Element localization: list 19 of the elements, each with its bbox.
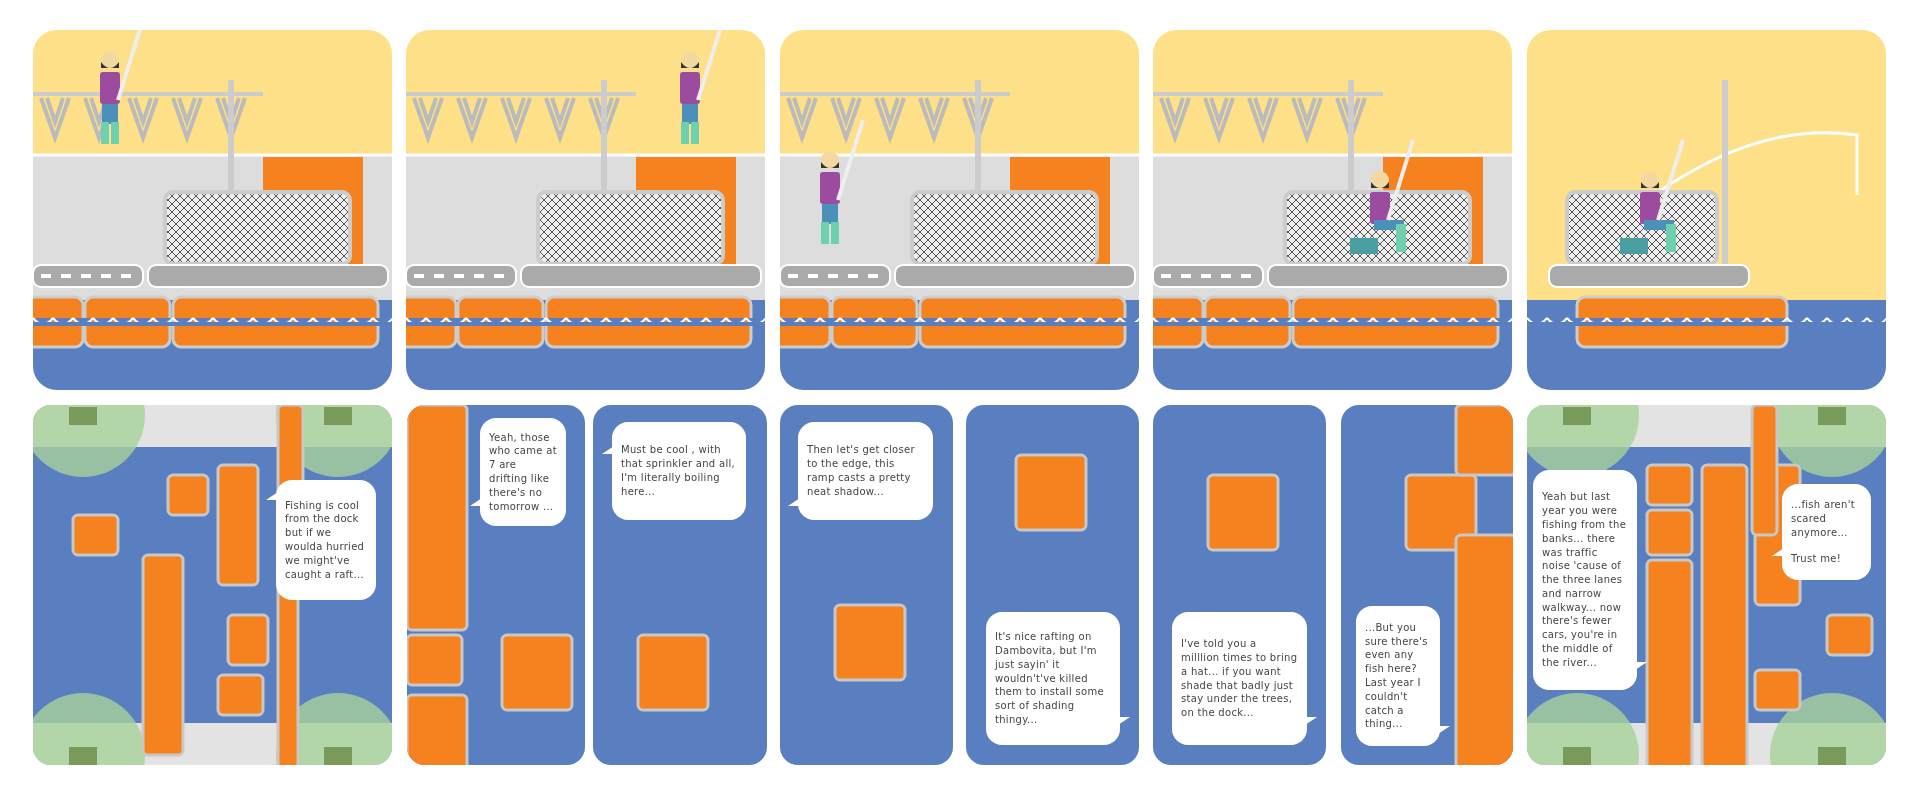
- speech-bubble: [480, 418, 566, 526]
- speech-bubble: [986, 612, 1120, 745]
- speech-bubble: [1356, 606, 1440, 746]
- speech-text: Then let's get closer to the edge, this ramp casts a pretty neat shadow...: [807, 443, 916, 499]
- speech-text: ...But you sure there's even any fish here? Last year I couldn't catch a thing...: [1365, 620, 1429, 732]
- speech-bubble: [1782, 484, 1871, 580]
- speech-text: Yeah, those who came at 7 are drifting like there's no tomorrow ...: [489, 430, 557, 514]
- speech-bubble: [1172, 612, 1307, 745]
- speech-text: ...fish aren't scared anymore...: [1791, 498, 1856, 540]
- speech-bubble: [276, 480, 376, 600]
- speech-bubble: [612, 422, 746, 520]
- speech-bubble: [1533, 470, 1637, 690]
- speech-text: Trust me!: [1791, 551, 1842, 566]
- speech-text: Yeah but last year you were fishing from the banks... there was traffic noise 'cause of the three lanes and narrow walkway... now there's fewer cars, you're in the middle of the river...: [1542, 490, 1628, 670]
- speech-text: Must be cool , with that sprinkler and all, I'm literally boiling here...: [621, 443, 737, 499]
- speech-bubble: [798, 422, 933, 520]
- speech-text: Fishing is cool from the dock but if we woulda hurried we might've caught a raft...: [285, 498, 366, 582]
- speech-text: It's nice rafting on Dambovita, but I'm just sayin' it wouldn't've killed them to install some sort of shading thingy...: [995, 630, 1105, 727]
- speech-text: I've told you a milllion times to bring a hat... if you want shade that badly just stay under the trees, on the dock...: [1181, 637, 1298, 720]
